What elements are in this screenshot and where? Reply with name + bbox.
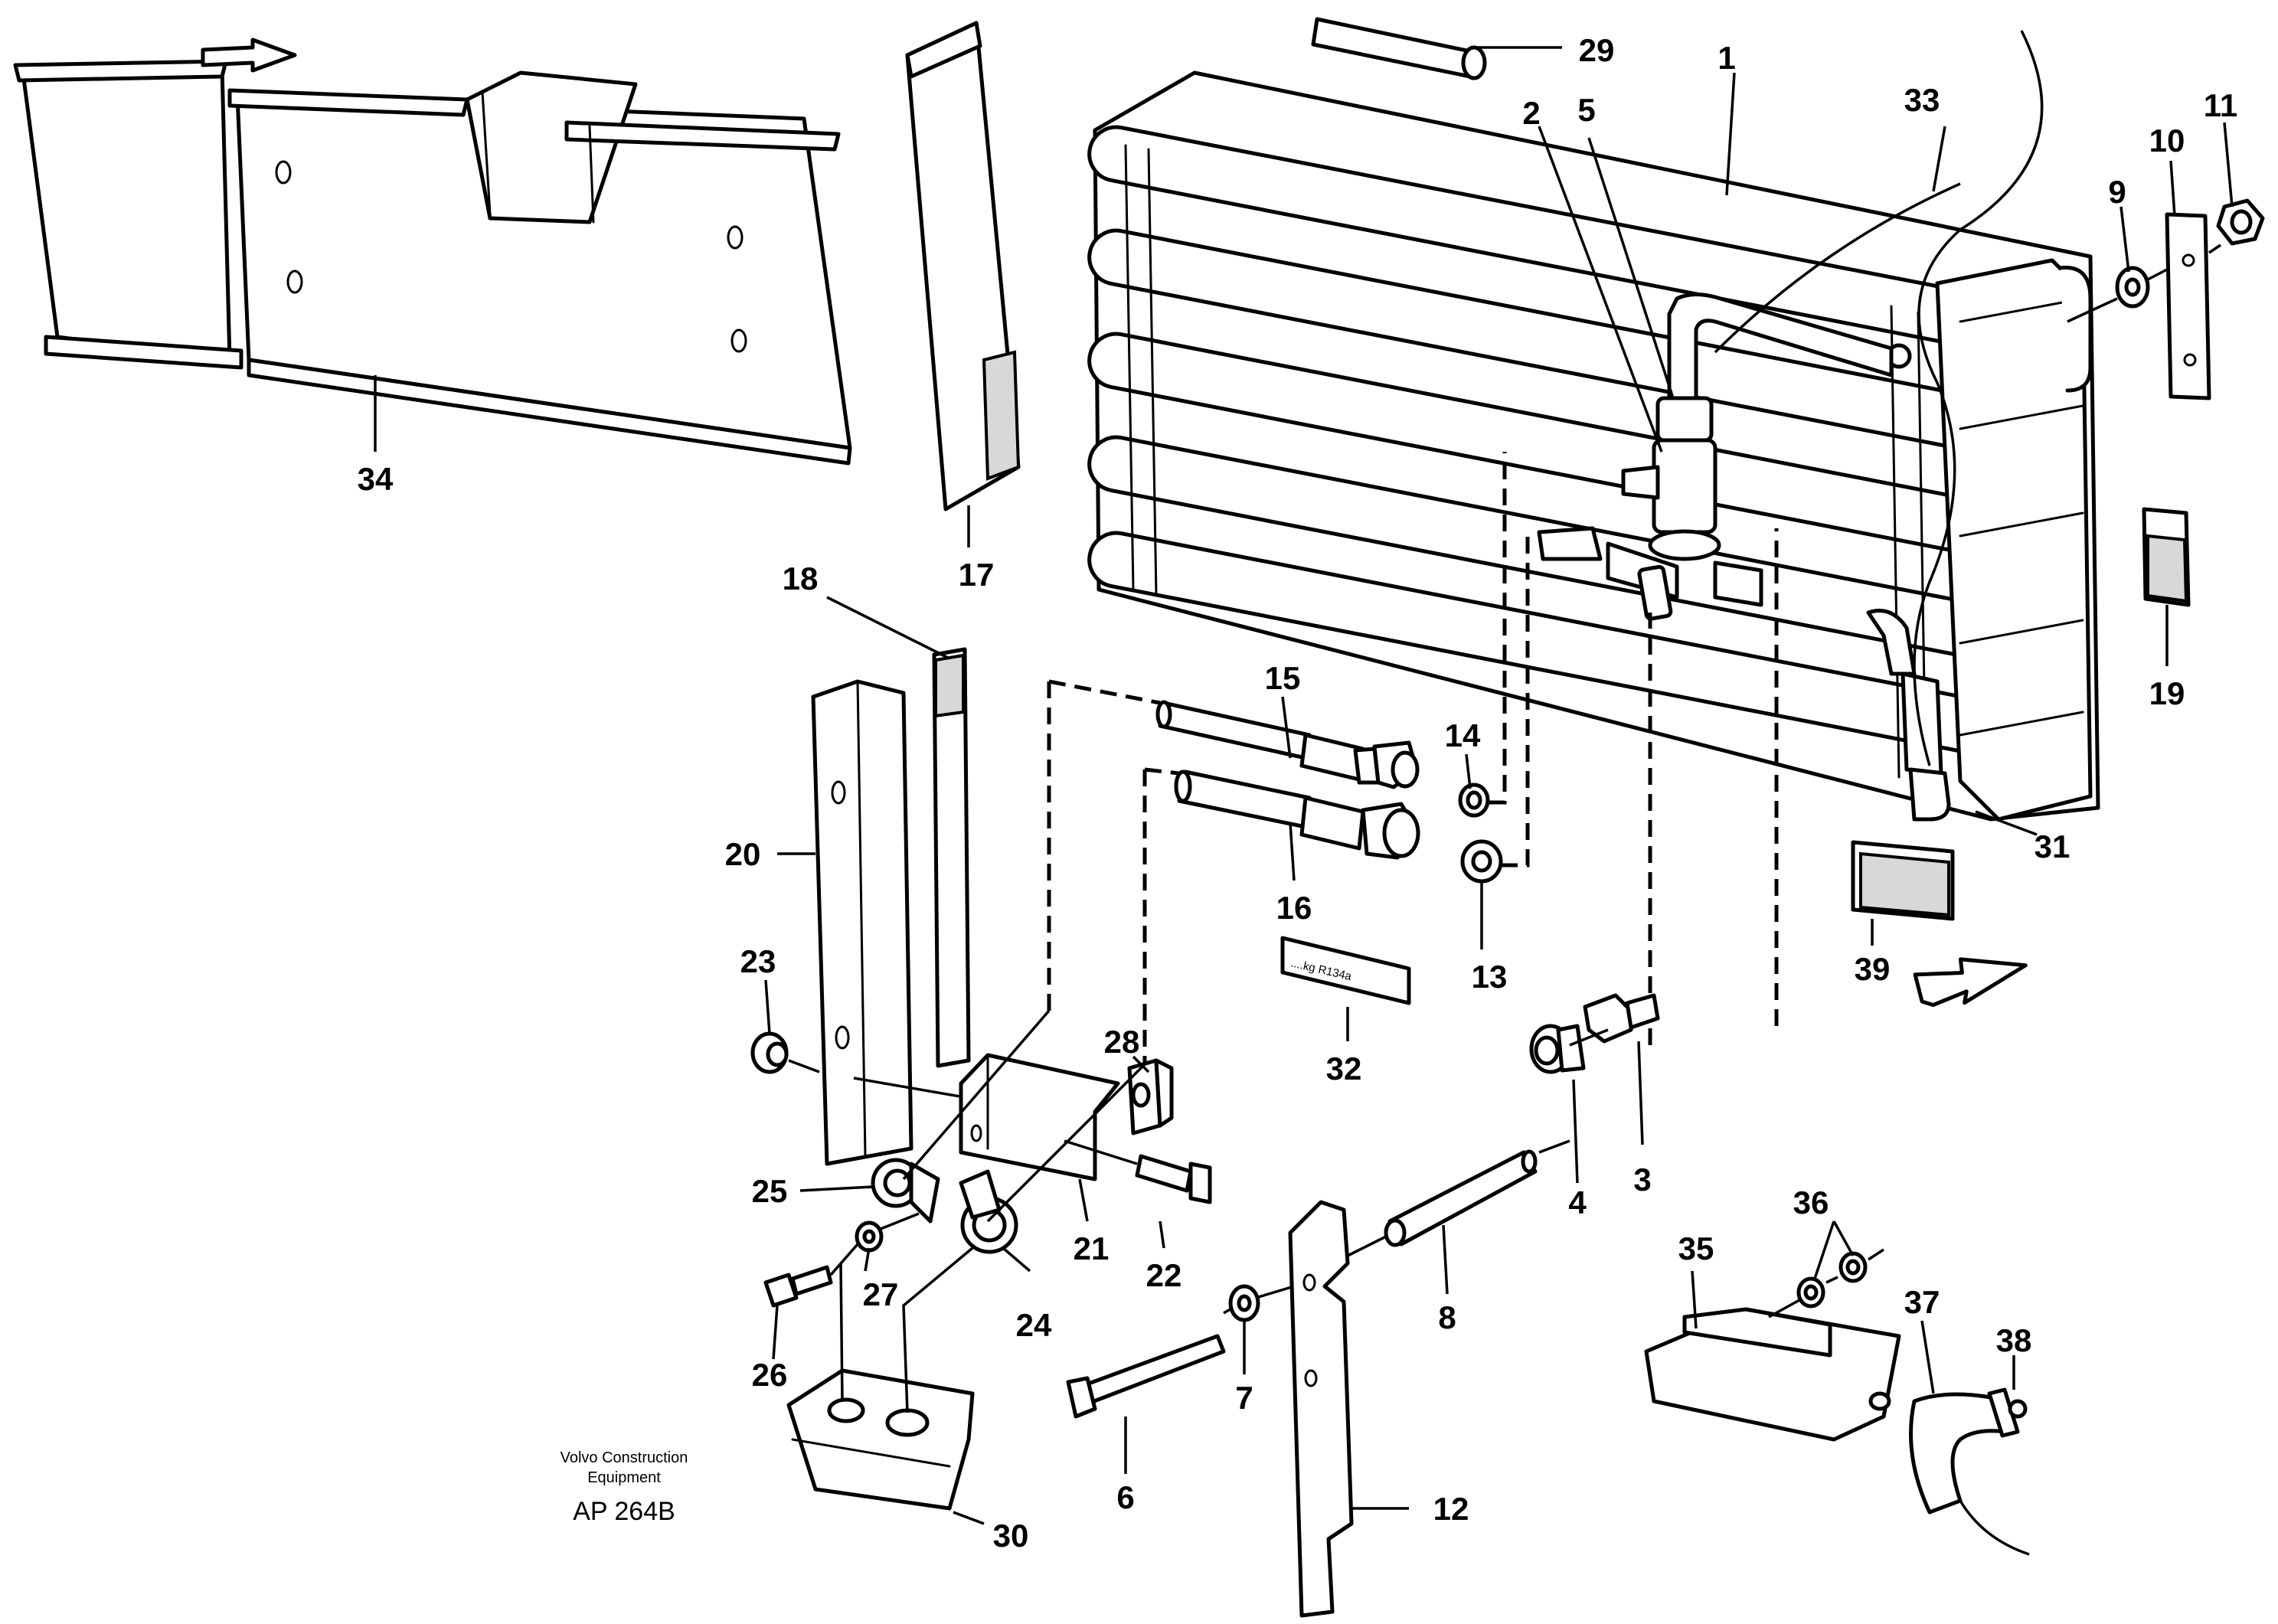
axis-line-8: [1347, 1139, 1570, 1257]
foam-strip-17: [905, 21, 1021, 511]
axis-line-6-7: [1223, 1285, 1295, 1315]
brand-block: Volvo Construction Equipment AP 264B: [561, 1449, 688, 1526]
axis-line-30: [839, 1247, 974, 1413]
clip-28: [1127, 1058, 1174, 1135]
pad-19: [2142, 507, 2191, 607]
label-21: 21: [1074, 1230, 1110, 1266]
label-31: 31: [2035, 828, 2070, 864]
leader-lines: [374, 46, 2234, 1525]
label-10: 10: [2149, 123, 2185, 158]
part-labels: 1 2 3 4 5 6 7 8 9 10 11 12 13 14 15 16 1…: [358, 32, 2238, 1554]
grommet-24: [959, 1169, 1018, 1254]
label-28: 28: [1104, 1024, 1140, 1060]
bracket-10: [2165, 212, 2211, 400]
bracket-21: [959, 1053, 1120, 1181]
axis-line-9-11: [2067, 243, 2221, 323]
assembly-line-14: [1489, 452, 1507, 805]
drain-hose-37: [1909, 1392, 2030, 1556]
brand-line-2: Equipment: [587, 1469, 661, 1486]
o-ring-13: [1460, 839, 1503, 884]
o-ring-14: [1458, 783, 1490, 818]
label-7: 7: [1235, 1380, 1253, 1416]
drain-tray-35: [1644, 1307, 1901, 1442]
brand-line-1: Volvo Construction: [561, 1449, 688, 1466]
foam-strip-18: [932, 647, 971, 1068]
expansion-valve-2: [1537, 182, 1961, 776]
label-9: 9: [2108, 174, 2126, 210]
label-30: 30: [993, 1518, 1029, 1554]
bracket-12: [1288, 1200, 1354, 1618]
drawing-reference: AP 264B: [573, 1497, 675, 1526]
assembly-line-15: [1047, 679, 1161, 1011]
label-19: 19: [2149, 675, 2185, 711]
washer-27: [855, 1220, 884, 1253]
label-26: 26: [752, 1357, 788, 1393]
capillary-tube-33: [1913, 30, 2044, 766]
washers-36: [1796, 1251, 1868, 1309]
nut-11: [2216, 198, 2265, 246]
bracket-20: [811, 679, 913, 1166]
lead-16-line: [986, 1063, 1146, 1223]
pad-39: [1851, 840, 1955, 921]
axis-line-22: [1064, 1139, 1138, 1165]
grommet-25: [871, 1158, 940, 1224]
label-16: 16: [1276, 890, 1312, 926]
label-35: 35: [1678, 1230, 1714, 1266]
label-29: 29: [1579, 32, 1615, 68]
label-13: 13: [1472, 959, 1508, 995]
label-23: 23: [740, 943, 776, 979]
evaporator-core-1: [1087, 70, 2100, 822]
washer-9: [2115, 266, 2150, 309]
label-11: 11: [2204, 87, 2237, 123]
bolt-6: [1066, 1334, 1226, 1419]
label-33: 33: [1904, 82, 1940, 118]
pressure-switch-3: [1583, 993, 1660, 1044]
label-17: 17: [959, 557, 995, 593]
screw-22: [1135, 1154, 1212, 1204]
label-38: 38: [1996, 1322, 2032, 1358]
tube-31: [1908, 767, 1951, 822]
assembly-line-16: [1142, 767, 1180, 1064]
washer-7: [1228, 1284, 1260, 1322]
label-27: 27: [863, 1276, 899, 1312]
spacer-8: [1384, 1149, 1538, 1247]
direction-arrow-icon: [1913, 957, 2028, 1008]
label-6: 6: [1116, 1479, 1134, 1515]
label-20: 20: [725, 836, 761, 872]
label-37: 37: [1904, 1284, 1940, 1320]
label-8: 8: [1438, 1299, 1456, 1335]
label-36: 36: [1793, 1185, 1829, 1220]
label-12: 12: [1433, 1491, 1469, 1527]
label-24: 24: [1016, 1307, 1052, 1343]
label-15: 15: [1265, 660, 1301, 696]
axis-line-3: [1569, 1028, 1609, 1047]
grommet-23: [750, 1031, 789, 1074]
refrigerant-sticker-32: ....kg R134a: [1280, 936, 1411, 1005]
label-14: 14: [1445, 717, 1481, 753]
label-25: 25: [752, 1173, 788, 1209]
label-32: 32: [1326, 1051, 1362, 1086]
label-39: 39: [1855, 951, 1891, 987]
hose-29: [1311, 17, 1487, 80]
mounting-block-30: [786, 1368, 975, 1511]
mounting-plate-34: [13, 38, 852, 466]
label-2: 2: [1522, 95, 1540, 131]
axis-line-36: [1768, 1248, 1884, 1318]
cap-4: [1529, 1024, 1586, 1074]
label-5: 5: [1577, 92, 1595, 128]
label-22: 22: [1146, 1257, 1182, 1293]
hose-16: [1174, 770, 1420, 860]
label-3: 3: [1633, 1162, 1651, 1198]
hose-15: [1155, 700, 1420, 789]
label-18: 18: [783, 560, 819, 596]
screw-26: [763, 1265, 833, 1308]
assembly-line-13: [1501, 536, 1530, 868]
lead-15-line: [902, 1009, 1051, 1181]
label-1: 1: [1717, 40, 1735, 76]
hose-clamp-38: [1987, 1387, 2028, 1438]
axis-line-26-27: [829, 1212, 920, 1276]
label-4: 4: [1568, 1185, 1587, 1220]
label-34: 34: [358, 461, 394, 497]
